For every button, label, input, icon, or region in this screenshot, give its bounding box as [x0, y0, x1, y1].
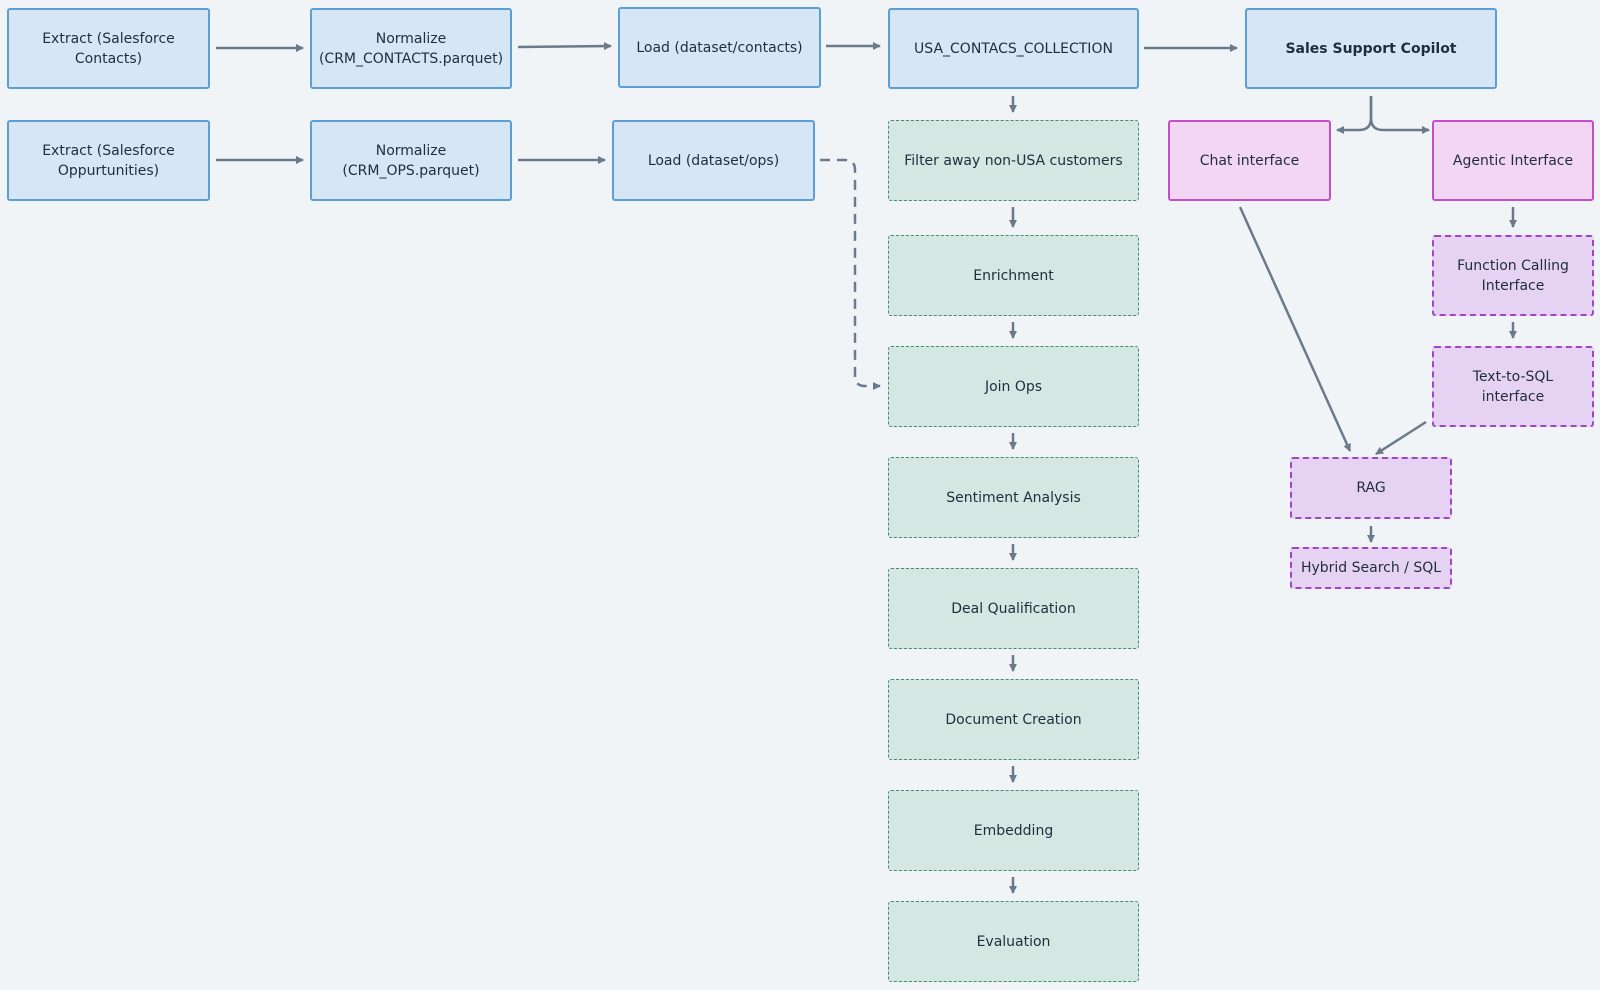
node-usa-contacts-collection: USA_CONTACS_COLLECTION	[888, 8, 1139, 89]
node-embedding: Embedding	[888, 790, 1139, 871]
edge-normalize-contacts-to-load	[517, 42, 612, 51]
node-extract-contacts: Extract (Salesforce Contacts)	[7, 8, 210, 89]
node-sales-support-copilot: Sales Support Copilot	[1245, 8, 1497, 89]
node-hybrid-search-sql: Hybrid Search / SQL	[1290, 547, 1452, 589]
edge-chat-to-rag	[1238, 206, 1352, 452]
node-load-ops: Load (dataset/ops)	[612, 120, 815, 201]
edge-copilot-to-agentic	[1369, 96, 1430, 134]
edge-text-sql-to-rag	[1375, 420, 1427, 456]
node-normalize-contacts: Normalize (CRM_CONTACTS.parquet)	[310, 8, 512, 89]
node-document-creation: Document Creation	[888, 679, 1139, 760]
node-join-ops: Join Ops	[888, 346, 1139, 427]
node-load-contacts: Load (dataset/contacts)	[618, 7, 821, 88]
node-normalize-ops: Normalize (CRM_OPS.parquet)	[310, 120, 512, 201]
node-deal-qualification: Deal Qualification	[888, 568, 1139, 649]
node-extract-opportunities: Extract (Salesforce Oppurtunities)	[7, 120, 210, 201]
node-rag: RAG	[1290, 457, 1452, 519]
node-filter-non-usa: Filter away non-USA customers	[888, 120, 1139, 201]
node-agentic-interface: Agentic Interface	[1432, 120, 1594, 201]
node-chat-interface: Chat interface	[1168, 120, 1331, 201]
node-evaluation: Evaluation	[888, 901, 1139, 982]
node-sentiment-analysis: Sentiment Analysis	[888, 457, 1139, 538]
node-text-to-sql-interface: Text-to-SQL interface	[1432, 346, 1594, 427]
node-enrichment: Enrichment	[888, 235, 1139, 316]
edge-load-ops-to-join-ops	[820, 158, 881, 390]
edge-copilot-to-chat	[1336, 96, 1373, 134]
node-function-calling-interface: Function Calling Interface	[1432, 235, 1594, 316]
